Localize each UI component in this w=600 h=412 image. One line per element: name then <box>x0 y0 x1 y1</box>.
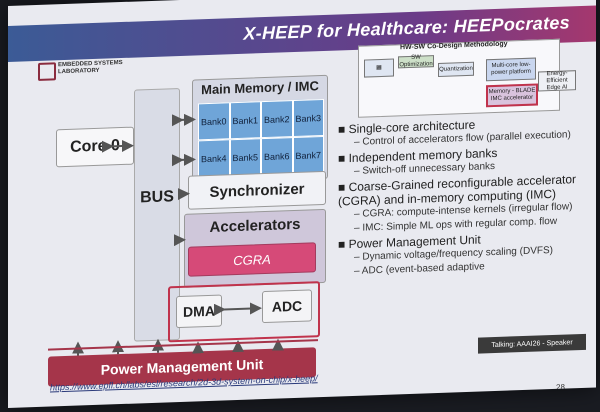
memory-bank: Bank5 <box>229 138 261 177</box>
bullet-list: ■ Single-core architecture – Control of … <box>338 114 588 281</box>
adc-block: ADC <box>262 289 312 324</box>
edge-ai-label: Energy-Efficient Edge AI <box>538 70 576 92</box>
page-number: 28 <box>556 382 565 392</box>
memory-bank: Bank3 <box>292 98 324 138</box>
memory-bank: Bank7 <box>292 135 324 175</box>
logo-text: EMBEDDED SYSTEMS LABORATORY <box>58 59 123 76</box>
dma-block: DMA <box>176 294 222 329</box>
lab-logo: EMBEDDED SYSTEMS LABORATORY <box>38 55 148 83</box>
model-icon: ▦ <box>364 58 394 78</box>
synchronizer-block: Synchronizer <box>188 170 326 210</box>
logo-mark-icon <box>38 62 56 81</box>
speaker-badge: Talking: AAAI26 - Speaker <box>478 333 586 354</box>
presentation-slide: X-HEEP for Healthcare: HEEPocrates EMBED… <box>8 0 596 409</box>
memory-blade-box: Memory - BLADE IMC accelerator <box>486 83 538 108</box>
core-block: Core 0 <box>56 126 134 168</box>
bus-label: BUS <box>140 188 174 207</box>
memory-bank-grid: Bank0 Bank1 Bank2 Bank3 Bank4 Bank5 Bank… <box>198 98 324 178</box>
multicore-box: Multi-core low-power platform <box>486 57 536 82</box>
memory-bank: Bank4 <box>198 139 230 178</box>
sw-opt-label: SW Optimization <box>398 54 434 69</box>
memory-bank: Bank2 <box>261 100 293 139</box>
memory-bank: Bank6 <box>261 137 293 176</box>
memory-bank: Bank0 <box>198 102 230 141</box>
memory-bank: Bank1 <box>229 101 261 140</box>
quantization-label: Quantization <box>438 61 474 77</box>
cgra-block: CGRA <box>188 242 316 277</box>
